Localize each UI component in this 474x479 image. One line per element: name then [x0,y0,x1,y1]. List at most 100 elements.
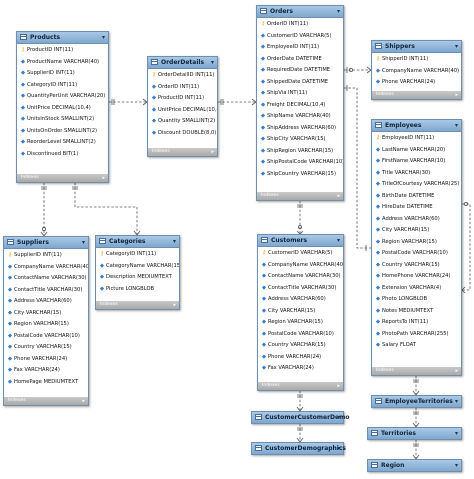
column-row[interactable]: ◆CompanyName VARCHAR(40) [4,262,88,274]
chevron-down-icon[interactable]: ▾ [336,414,340,421]
chevron-down-icon[interactable]: ▾ [81,239,85,246]
column-row[interactable]: ◆Phone VARCHAR(24) [372,77,461,89]
indexes-footer[interactable]: Indexes▸ [17,174,108,182]
column-row[interactable]: ◆Address VARCHAR(60) [372,214,461,226]
indexes-footer[interactable]: Indexes▸ [4,397,88,405]
column-row[interactable]: ◆Discount DOUBLE(8,0) [148,128,217,140]
column-row[interactable]: ◆ShippedDate DATETIME [257,77,343,89]
expand-arrow-icon[interactable]: ▸ [173,302,176,308]
chevron-down-icon[interactable]: ▾ [210,59,214,66]
table-header[interactable]: OrderDetails▾ [148,57,217,69]
column-row[interactable]: ◆CustomerID VARCHAR(5) [257,31,343,43]
column-row[interactable]: ◆RequiredDate DATETIME [257,65,343,77]
indexes-footer[interactable]: Indexes▸ [148,148,217,156]
column-row[interactable]: ◆UnitsOnOrder SMALLINT(2) [17,126,108,138]
table-categories[interactable]: Categories▾⚷CategoryID INT(11)◆CategoryN… [95,235,180,310]
column-row[interactable]: ◆ReorderLevel SMALLINT(2) [17,137,108,149]
column-row[interactable]: ◆CategoryName VARCHAR(15) [96,261,179,273]
chevron-down-icon[interactable]: ▾ [336,237,340,244]
chevron-down-icon[interactable]: ▾ [454,462,458,469]
column-row[interactable]: ⚷CategoryID INT(11) [96,249,179,261]
table-products[interactable]: Products▾⚷ProductID INT(11)◆ProductName … [16,31,109,183]
expand-arrow-icon[interactable]: ▸ [337,193,340,199]
column-row[interactable]: ◆PhotoPath VARCHAR(255) [372,329,461,341]
table-suppliers[interactable]: Suppliers▾⚷SupplierID INT(11)◆CompanyNam… [3,236,89,406]
table-customercustomerdemo[interactable]: CustomerCustomerDemo▾ [251,411,349,424]
column-row[interactable]: ◆UnitPrice DECIMAL(10,4) [17,103,108,115]
table-header[interactable]: Suppliers▾ [4,237,88,249]
table-header[interactable]: Shippers▾ [372,41,461,53]
expand-arrow-icon[interactable]: ▸ [455,368,458,374]
column-row[interactable]: ◆ContactTitle VARCHAR(30) [258,283,343,295]
table-orderdetails[interactable]: OrderDetails▾⚷OrderDetailID INT(11)◆Orde… [147,56,218,157]
chevron-down-icon[interactable]: ▾ [101,34,105,41]
column-row[interactable]: ◆ShipCity VARCHAR(15) [257,134,343,146]
column-row[interactable]: ⚷EmployeeID INT(11) [372,133,461,145]
indexes-footer[interactable]: Indexes▸ [258,382,343,390]
column-row[interactable]: ◆Country VARCHAR(15) [258,340,343,352]
column-row[interactable]: ◆LastName VARCHAR(20) [372,145,461,157]
table-customers[interactable]: Customers▾⚷CustomerID VARCHAR(5)◆Company… [257,234,344,391]
column-row[interactable]: ◆Country VARCHAR(15) [4,342,88,354]
column-row[interactable]: ◆ProductID INT(11) [148,93,217,105]
chevron-down-icon[interactable]: ▾ [172,238,176,245]
column-row[interactable]: ⚷OrderDetailID INT(11) [148,70,217,82]
expand-arrow-icon[interactable]: ▸ [211,149,214,155]
column-row[interactable]: ◆Fax VARCHAR(24) [258,363,343,375]
indexes-footer[interactable]: Indexes▸ [372,367,461,375]
column-row[interactable]: ◆Picture LONGBLOB [96,284,179,296]
column-row[interactable]: ◆QuantityPerUnit VARCHAR(20) [17,91,108,103]
column-row[interactable]: ◆Address VARCHAR(60) [258,294,343,306]
column-row[interactable]: ◆Region VARCHAR(15) [4,319,88,331]
column-row[interactable]: ◆OrderDate DATETIME [257,54,343,66]
column-row[interactable]: ◆Title VARCHAR(30) [372,168,461,180]
expand-arrow-icon[interactable]: ▸ [102,175,105,181]
column-row[interactable]: ◆HireDate DATETIME [372,202,461,214]
column-row[interactable]: ◆ShipPostalCode VARCHAR(10) [257,157,343,169]
column-row[interactable]: ◆Description MEDIUMTEXT [96,272,179,284]
column-row[interactable]: ◆City VARCHAR(15) [372,225,461,237]
column-row[interactable]: ◆OrderID INT(11) [148,82,217,94]
column-row[interactable]: ◆CompanyName VARCHAR(40) [258,260,343,272]
column-row[interactable]: ◆ProductName VARCHAR(40) [17,57,108,69]
column-row[interactable]: ◆EmployeeID INT(11) [257,42,343,54]
column-row[interactable]: ◆Extension VARCHAR(4) [372,283,461,295]
table-shippers[interactable]: Shippers▾⚷ShipperID INT(11)◆CompanyName … [371,40,462,100]
column-row[interactable]: ◆City VARCHAR(15) [4,308,88,320]
column-row[interactable]: ◆Phone VARCHAR(24) [4,354,88,366]
column-row[interactable]: ◆HomePhone VARCHAR(24) [372,271,461,283]
chevron-down-icon[interactable]: ▾ [454,122,458,129]
column-row[interactable]: ◆Region VARCHAR(15) [258,317,343,329]
column-row[interactable]: ◆Quantity SMALLINT(2) [148,116,217,128]
column-row[interactable]: ⚷ShipperID INT(11) [372,54,461,66]
column-row[interactable]: ◆PostalCode VARCHAR(10) [258,329,343,341]
column-row[interactable]: ◆Region VARCHAR(15) [372,237,461,249]
table-territories[interactable]: Territories▾ [367,427,462,440]
column-row[interactable]: ◆Photo LONGBLOB [372,294,461,306]
expand-arrow-icon[interactable]: ▸ [337,383,340,389]
column-row[interactable]: ◆Freight DECIMAL(10,4) [257,100,343,112]
table-orders[interactable]: Orders▾⚷OrderID INT(11)◆CustomerID VARCH… [256,5,344,201]
table-customerdemographics[interactable]: CustomerDemographics▾ [251,442,346,455]
column-row[interactable]: ⚷ProductID INT(11) [17,45,108,57]
table-header[interactable]: Employees▾ [372,120,461,132]
chevron-down-icon[interactable]: ▾ [454,430,458,437]
column-row[interactable]: ◆UnitsInStock SMALLINT(2) [17,114,108,126]
chevron-down-icon[interactable]: ▾ [336,8,340,15]
column-row[interactable]: ◆PostalCode VARCHAR(10) [372,248,461,260]
column-row[interactable]: ◆Country VARCHAR(15) [372,260,461,272]
table-header[interactable]: Products▾ [17,32,108,44]
table-header[interactable]: Customers▾ [258,235,343,247]
column-row[interactable]: ◆CategoryID INT(11) [17,80,108,92]
column-row[interactable]: ◆ContactTitle VARCHAR(30) [4,285,88,297]
column-row[interactable]: ◆Notes MEDIUMTEXT [372,306,461,318]
table-header[interactable]: CustomerCustomerDemo▾ [252,412,349,423]
column-row[interactable]: ◆FirstName VARCHAR(10) [372,156,461,168]
table-header[interactable]: Region▾ [368,460,461,471]
column-row[interactable]: ◆ReportsTo INT(11) [372,317,461,329]
column-row[interactable]: ◆City VARCHAR(15) [258,306,343,318]
column-row[interactable]: ◆ShipRegion VARCHAR(15) [257,146,343,158]
column-row[interactable]: ◆Fax VARCHAR(24) [4,365,88,377]
chevron-down-icon[interactable]: ▾ [454,43,458,50]
table-employees[interactable]: Employees▾⚷EmployeeID INT(11)◆LastName V… [371,119,462,376]
